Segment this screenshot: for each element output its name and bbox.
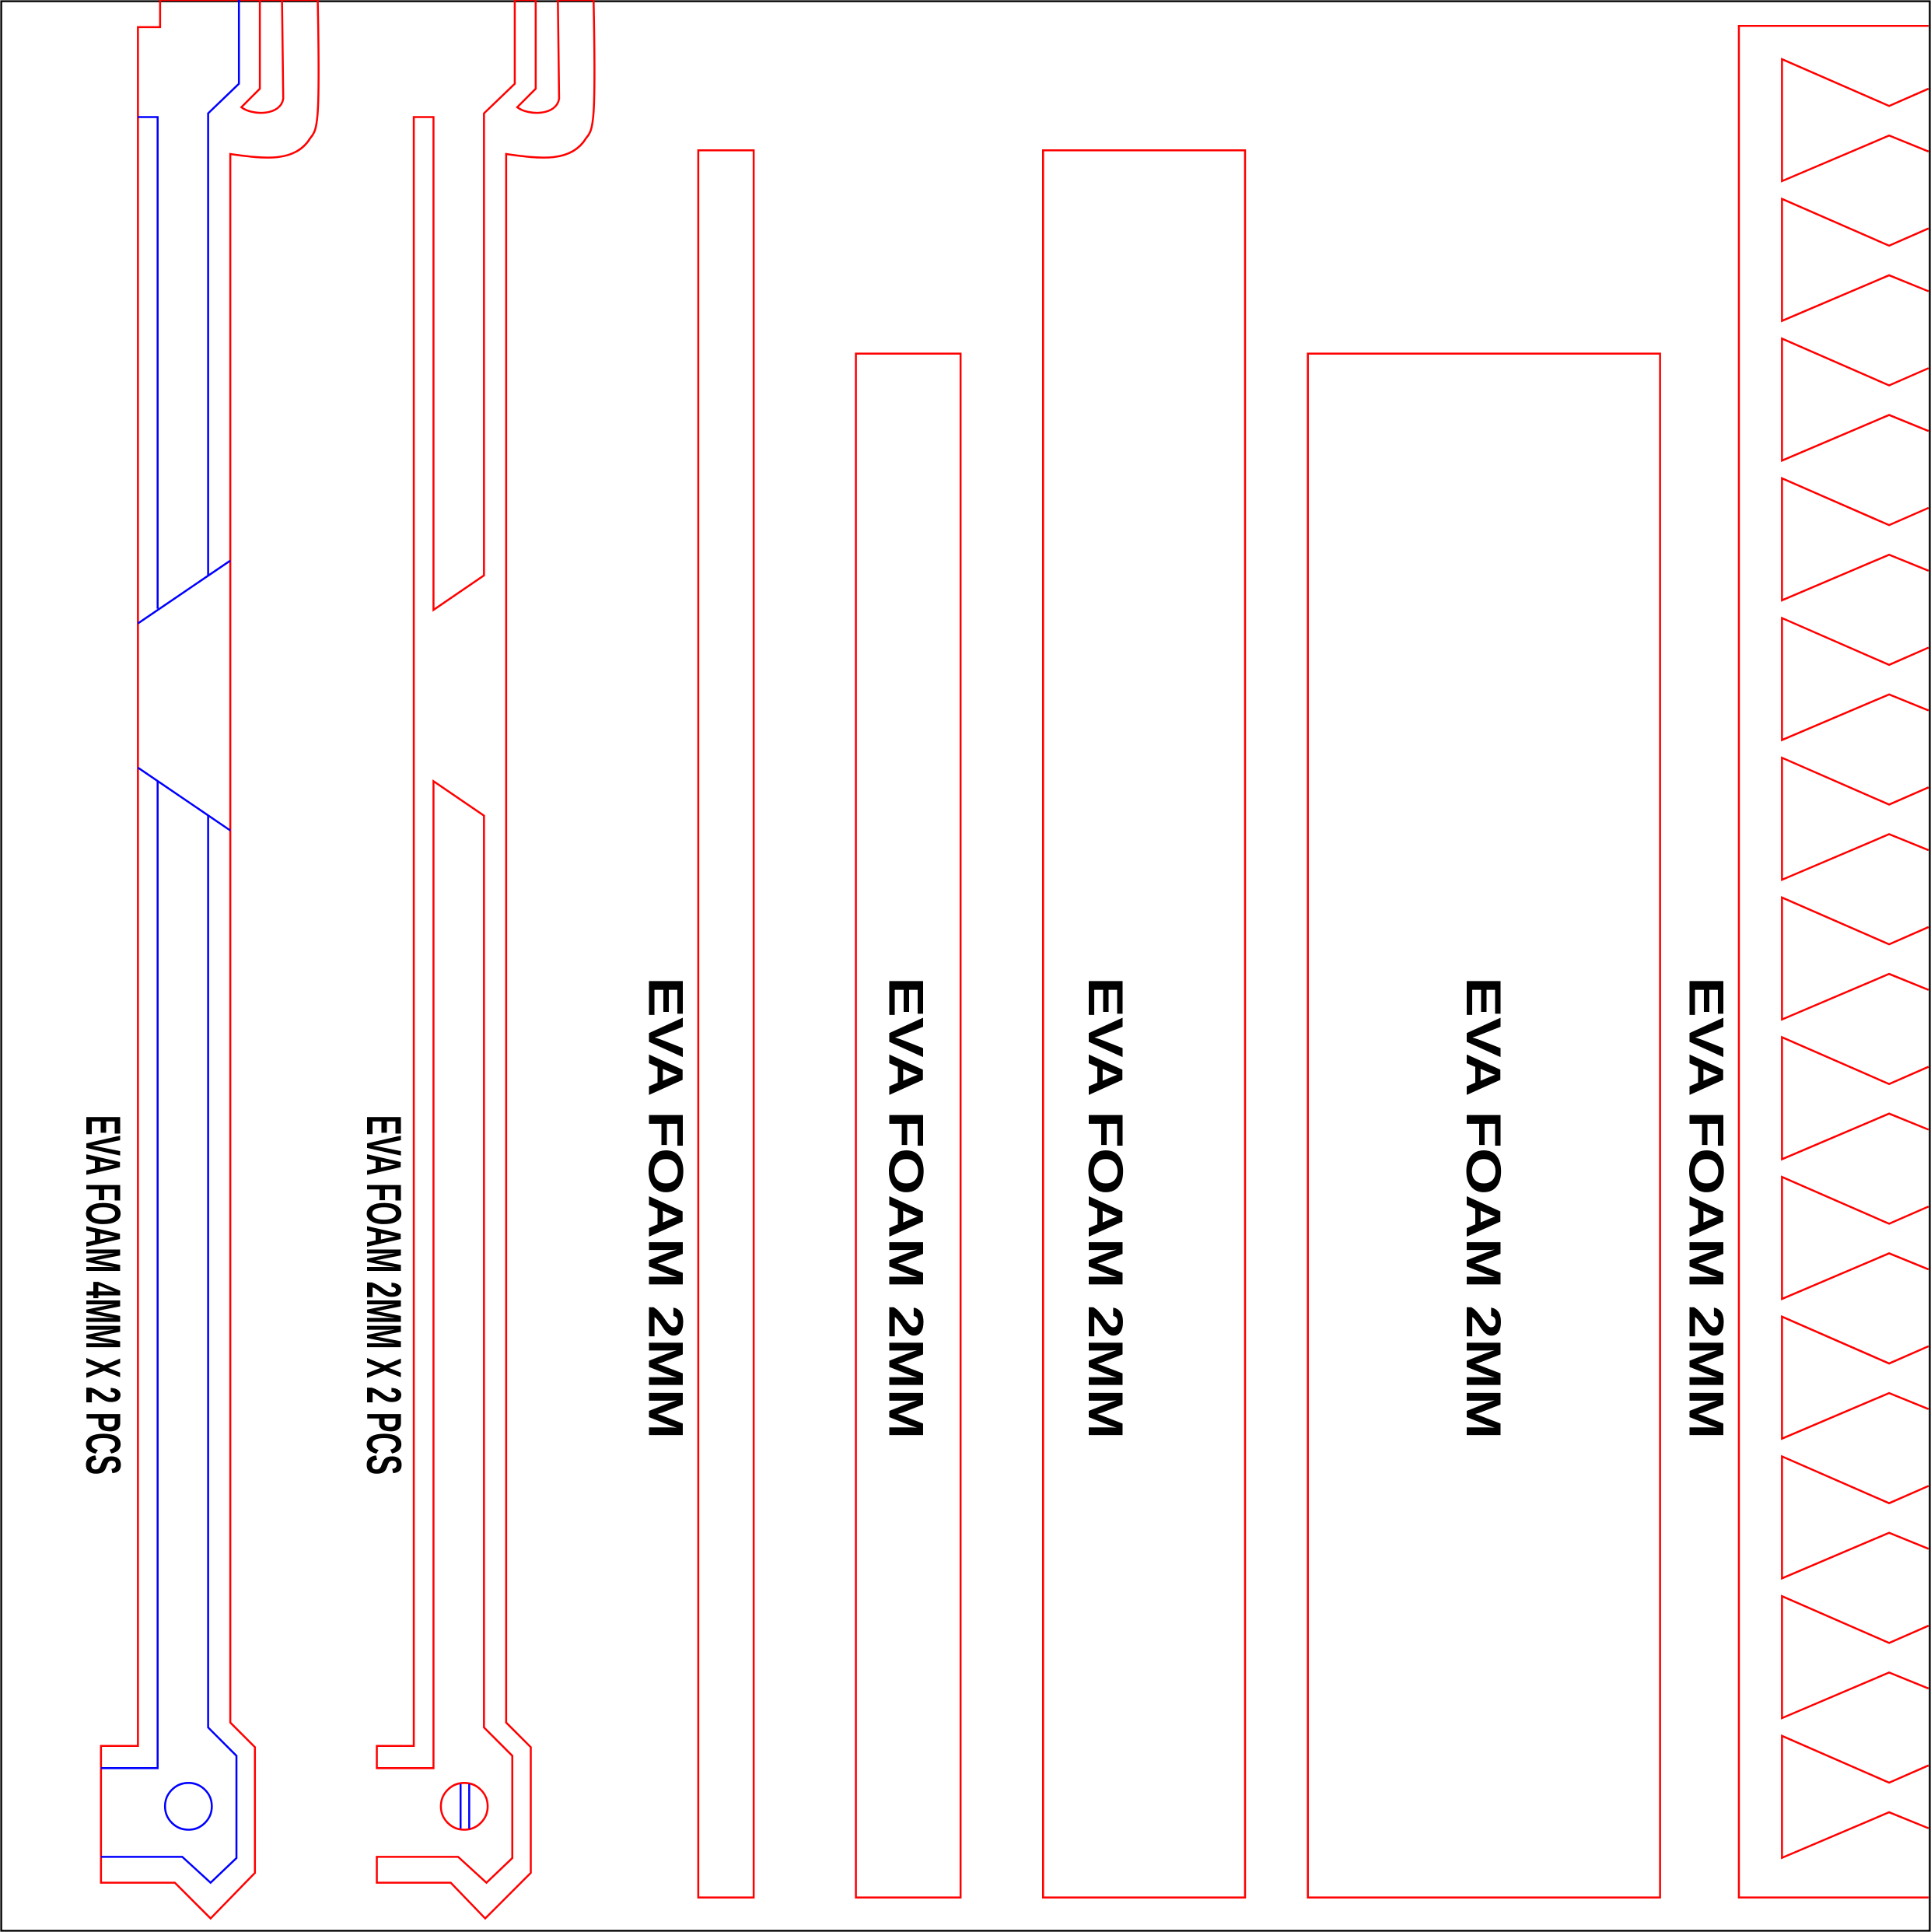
label-strip-1: EVA FOAM 2MM [638, 977, 693, 1439]
piece-2mm-hole [439, 1782, 489, 1831]
piece-4mm-hook [240, 0, 285, 114]
piece-2mm-hole-score [459, 1783, 471, 1829]
sawtooth-tooth [1781, 58, 1929, 183]
piece-4mm-outline [100, 0, 320, 1920]
strip-1 [697, 149, 755, 1899]
sawtooth-tooth [1781, 1314, 1929, 1440]
sawtooth-tooth [1781, 1594, 1929, 1720]
label-piece-4mm: EVA FOAM 4MM X 2 PCS [75, 1115, 130, 1475]
strip-3 [1041, 149, 1247, 1899]
label-strip-3: EVA FOAM 2MM [1078, 977, 1132, 1439]
strip-2 [855, 352, 962, 1899]
labels: EVA FOAM 4MM X 2 PCS EVA FOAM 2MM X 2 PC… [75, 977, 1733, 1475]
sawtooth-strip-frame [1737, 25, 1929, 1899]
sawtooth-tooth [1781, 1175, 1929, 1300]
piece-4mm-hole [163, 1782, 213, 1831]
sawtooth-strip [1737, 25, 1929, 1899]
sawtooth-tooth [1781, 1035, 1929, 1161]
sawtooth-tooth [1781, 477, 1929, 602]
label-sawtooth-strip: EVA FOAM 2MM [1679, 977, 1733, 1439]
piece-2mm-hinge-outline [376, 0, 596, 1920]
piece-4mm [100, 0, 320, 1920]
sawtooth-tooth [1781, 616, 1929, 742]
sawtooth-tooth [1781, 337, 1929, 463]
piece-4mm-score-lower [100, 781, 238, 1885]
strip-4 [1307, 352, 1661, 1899]
piece-4mm-score-upper [137, 0, 240, 831]
label-strip-4: EVA FOAM 2MM [1456, 977, 1510, 1439]
sawtooth-tooth [1781, 197, 1929, 323]
label-strip-2: EVA FOAM 2MM [878, 977, 932, 1439]
label-piece-2mm-hinge: EVA FOAM 2MM X 2 PCS [356, 1115, 411, 1475]
piece-2mm-hinge [376, 0, 596, 1920]
sawtooth-tooth [1781, 756, 1929, 882]
sawtooth-tooth [1781, 1734, 1929, 1860]
sawtooth-tooth [1781, 1454, 1929, 1580]
sawtooth-tooth [1781, 895, 1929, 1021]
